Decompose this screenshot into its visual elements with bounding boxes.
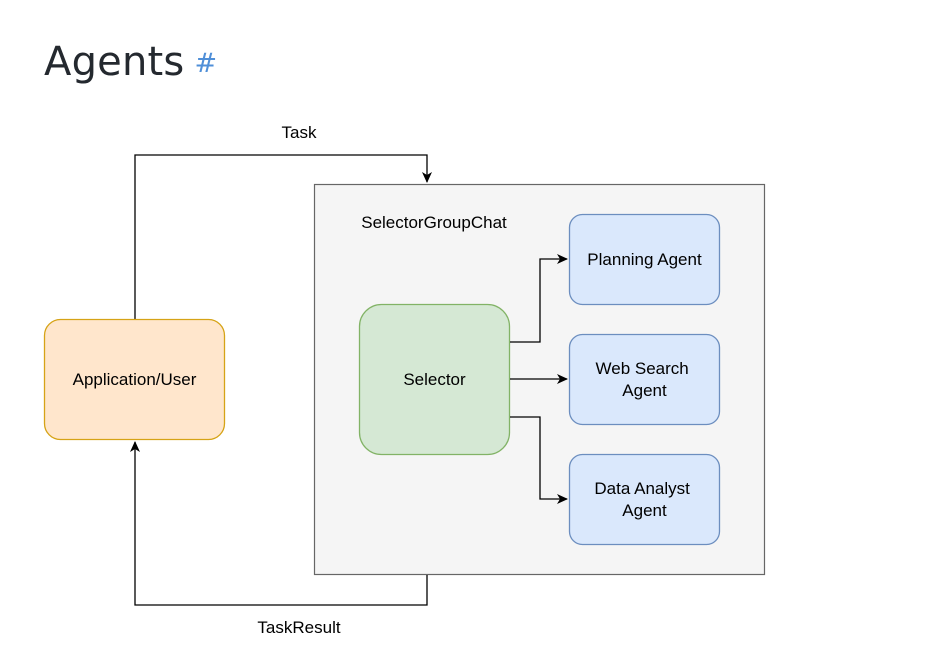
selector-label: Selector: [403, 370, 466, 389]
selector-node: [358, 303, 511, 456]
task-edge-label: Task: [282, 123, 317, 142]
task-edge: [134, 154, 432, 320]
application-user-node: [43, 318, 226, 441]
data-analyst-agent-label-line2: Agent: [622, 501, 667, 520]
data-analyst-agent-label: Data Analyst Agent: [594, 479, 694, 520]
planning-agent-label: Planning Agent: [587, 250, 702, 269]
task-result-edge: [130, 441, 428, 606]
selector-to-data-analyst-edge: [510, 416, 568, 504]
planning-agent-node: [568, 213, 721, 306]
page-title: Agents #: [44, 36, 217, 90]
application-user-label: Application/User: [73, 370, 197, 389]
web-search-agent-label: Web Search Agent: [596, 359, 694, 400]
heading-anchor-link[interactable]: #: [194, 48, 218, 79]
data-analyst-agent-node: [568, 453, 721, 546]
web-search-agent-label-line2: Agent: [622, 381, 667, 400]
task-result-edge-label: TaskResult: [257, 618, 340, 637]
data-analyst-agent-label-line1: Data Analyst: [594, 479, 690, 498]
page-title-text: Agents: [44, 39, 185, 85]
web-search-agent-node: [568, 333, 721, 426]
selector-group-chat-label: SelectorGroupChat: [361, 213, 507, 232]
selector-to-planning-edge: [510, 254, 568, 343]
web-search-agent-label-line1: Web Search: [596, 359, 689, 378]
